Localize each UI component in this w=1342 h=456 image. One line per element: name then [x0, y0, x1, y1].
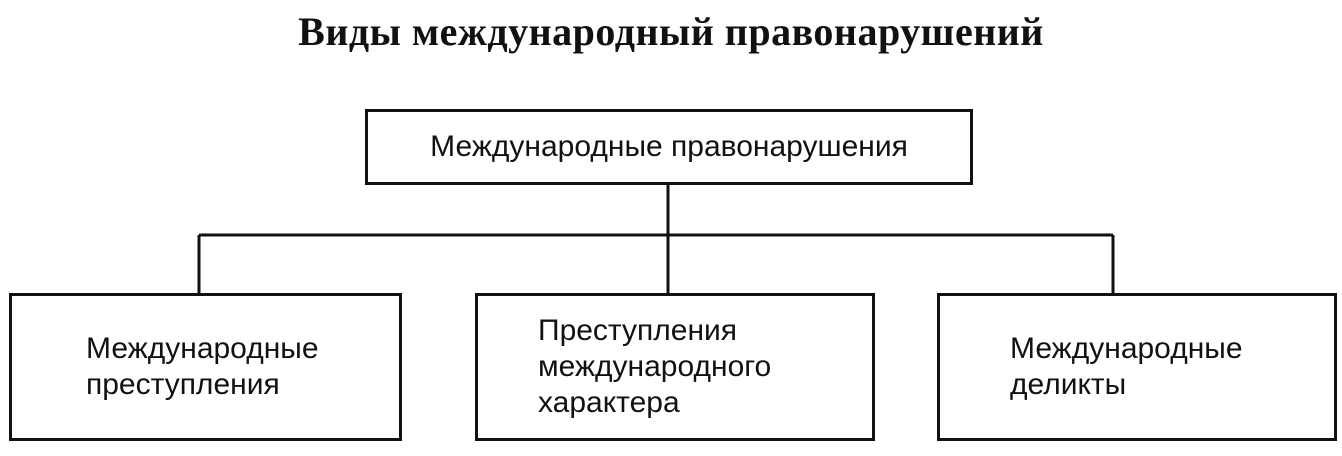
child-node-international-crimes: Международные преступления: [9, 293, 402, 441]
diagram-title: Виды международный правонарушений: [298, 9, 1044, 54]
child-node-label: Преступления международного характера: [538, 314, 772, 419]
child-node-international-delicts: Международные деликты: [937, 293, 1337, 441]
root-node: Международные правонарушения: [365, 109, 973, 185]
child-node-label: Международные деликты: [1010, 332, 1243, 401]
child-node-label: Международные преступления: [86, 332, 319, 401]
child-node-crimes-of-international-character: Преступления международного характера: [475, 293, 875, 441]
root-node-label: Международные правонарушения: [430, 130, 908, 163]
